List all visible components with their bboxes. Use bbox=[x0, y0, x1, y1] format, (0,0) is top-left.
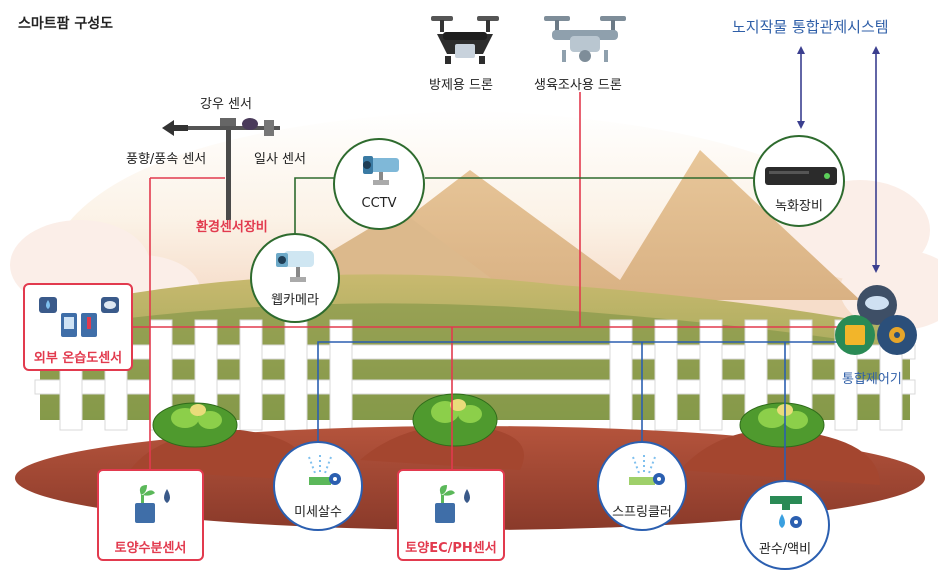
soil-ec-icon bbox=[435, 485, 470, 523]
webcam-icon bbox=[276, 251, 314, 282]
weather-station-icon bbox=[162, 118, 280, 220]
soil-moisture-label: 토양수분센서 bbox=[114, 541, 187, 556]
cctv-node: CCTV bbox=[333, 138, 425, 230]
env-sensor-label: 환경센서장비 bbox=[196, 220, 268, 235]
cctv-label: CCTV bbox=[361, 196, 397, 211]
sun-sensor-label: 일사 센서 bbox=[254, 152, 306, 167]
webcam-label: 웹카메라 bbox=[271, 293, 319, 308]
pest-drone-icon bbox=[431, 16, 499, 64]
external-sensor-label: 외부 온습도센서 bbox=[33, 351, 123, 366]
system-title: 노지작물 통합관제시스템 bbox=[732, 18, 889, 36]
irrigation-node: 관수/액비 bbox=[740, 480, 830, 570]
controller-label: 통합제어기 bbox=[842, 372, 902, 387]
external-sensor-box: 외부 온습도센서 bbox=[23, 283, 133, 371]
soil-moisture-box: 토양수분센서 bbox=[97, 469, 204, 561]
irrigation-label: 관수/액비 bbox=[758, 542, 812, 557]
irrigation-icon bbox=[770, 496, 802, 528]
cctv-camera-icon bbox=[363, 156, 399, 185]
mist-sprayer-icon bbox=[308, 455, 341, 485]
sprinkler-icon bbox=[629, 455, 665, 485]
sprinkler-label: 스프링클러 bbox=[612, 505, 672, 520]
recorder-icon bbox=[765, 167, 837, 185]
diagram-title: 스마트팜 구성도 bbox=[18, 16, 114, 32]
temp-humidity-icon bbox=[39, 297, 119, 337]
rain-sensor-label: 강우 센서 bbox=[200, 97, 252, 112]
mist-label: 미세살수 bbox=[294, 505, 342, 520]
survey-drone-label: 생육조사용 드론 bbox=[534, 78, 622, 93]
pest-drone-label: 방제용 드론 bbox=[429, 78, 493, 93]
recorder-label: 녹화장비 bbox=[775, 199, 823, 214]
webcam-node: 웹카메라 bbox=[250, 233, 340, 323]
recorder-node: 녹화장비 bbox=[753, 135, 845, 227]
mist-node: 미세살수 bbox=[273, 441, 363, 531]
soil-moisture-icon bbox=[135, 485, 170, 523]
soil-ec-box: 토양EC/PH센서 bbox=[397, 469, 505, 561]
soil-ec-label: 토양EC/PH센서 bbox=[405, 541, 497, 556]
sprinkler-node: 스프링클러 bbox=[597, 441, 687, 531]
wind-sensor-label: 풍향/풍속 센서 bbox=[126, 152, 207, 167]
survey-drone-icon bbox=[544, 16, 626, 62]
controller-icon bbox=[835, 285, 917, 355]
